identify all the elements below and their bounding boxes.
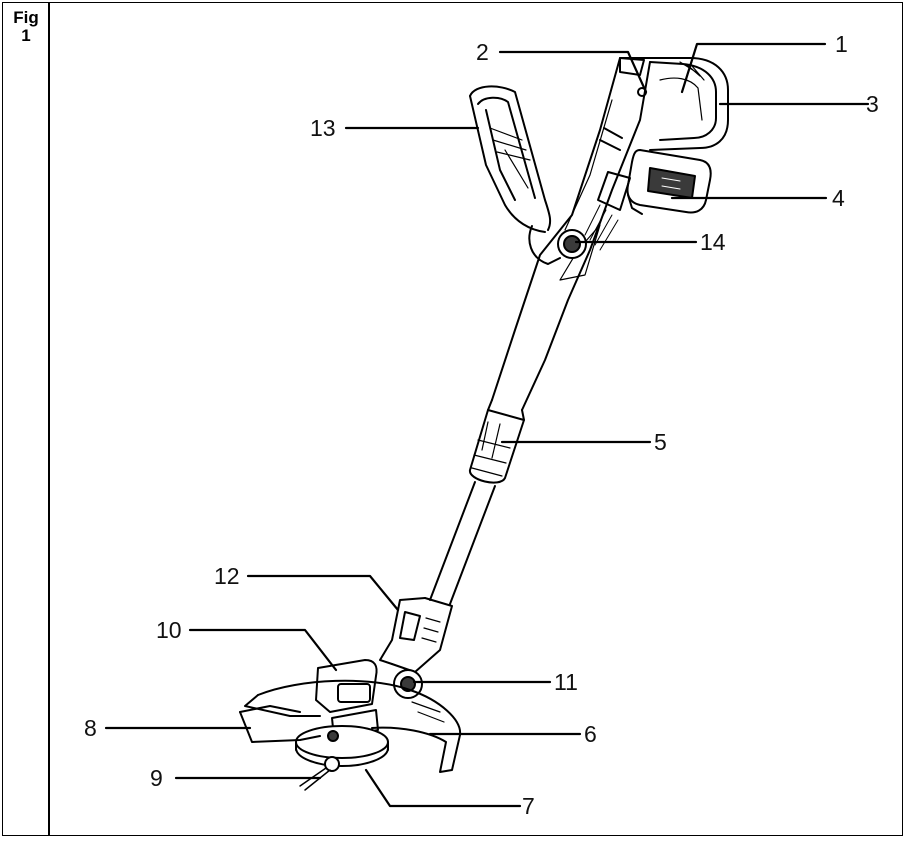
callout-5: 5 xyxy=(654,429,667,455)
trimmer-head-assembly xyxy=(244,659,462,791)
figure-label-number: 1 xyxy=(21,26,31,45)
callout-9: 9 xyxy=(150,765,163,791)
handle-adjust-knob xyxy=(528,225,587,265)
leader-lines xyxy=(104,42,870,808)
callout-8: 8 xyxy=(84,715,97,741)
callout-11: 11 xyxy=(554,669,578,695)
label-column-divider xyxy=(48,2,50,836)
callout-4: 4 xyxy=(832,185,845,211)
callout-14: 14 xyxy=(700,229,726,255)
callout-13: 13 xyxy=(310,115,336,141)
callout-6: 6 xyxy=(584,721,597,747)
callout-1: 1 xyxy=(835,31,848,57)
callout-3: 3 xyxy=(866,91,879,117)
shaft-grip xyxy=(469,399,525,484)
rear-handle xyxy=(469,85,552,233)
callout-10: 10 xyxy=(156,617,182,643)
battery-pack xyxy=(626,149,712,215)
callout-7: 7 xyxy=(522,793,535,819)
lower-shaft-tube xyxy=(429,481,496,605)
figure-label: Fig 1 xyxy=(4,9,48,45)
figure-label-word: Fig xyxy=(13,8,39,27)
callout-numbers: 1 2 3 4 5 6 7 8 9 10 11 12 13 14 xyxy=(84,31,879,819)
callout-12: 12 xyxy=(214,563,240,589)
callout-2: 2 xyxy=(476,39,489,65)
